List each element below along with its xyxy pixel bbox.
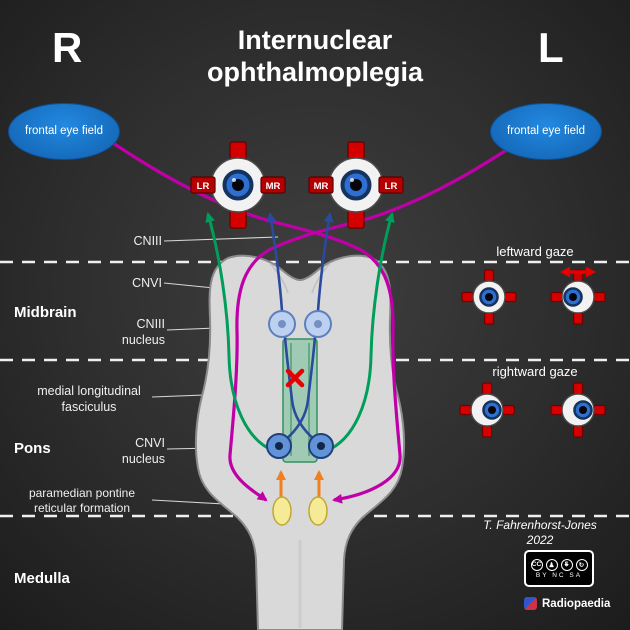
- cnvi-nucleus-right: [266, 433, 292, 459]
- credit-year: 2022: [526, 533, 554, 547]
- credit-author: T. Fahrenhorst-Jones: [483, 518, 597, 532]
- attribution-icon: ♟: [545, 558, 558, 571]
- region-label-medulla: Medulla: [14, 570, 70, 587]
- title-line-1: Internuclear: [237, 25, 393, 55]
- side-label-left: L: [538, 24, 564, 71]
- cc-license-badge: CC ♟ $ ↻ BY NC SA: [524, 550, 594, 587]
- right-eye-lr-label: LR: [197, 181, 210, 192]
- lesion-x-icon: [285, 368, 305, 388]
- brainstem-creases: [269, 262, 331, 628]
- page-title: Internuclear ophthalmoplegia: [135, 24, 495, 89]
- pathway-abducens-right: [205, 212, 275, 453]
- eye-muscle-labels: LR MR MR LR: [190, 176, 404, 194]
- radiopaedia-logo-icon: [524, 597, 537, 610]
- cnvi-nucleus-left: [308, 433, 334, 459]
- label-cnvi-nucleus: CNVI nucleus: [121, 436, 165, 466]
- side-label-right: R: [52, 24, 83, 71]
- pprf-right: [272, 496, 292, 526]
- frontal-eye-field-left: frontal eye field: [490, 103, 602, 160]
- pathway-left-fef-to-right-pprf: [228, 139, 521, 502]
- right-eye: [209, 140, 267, 230]
- radiopaedia-brand-name: Radiopaedia: [542, 597, 611, 610]
- region-label-pons: Pons: [14, 440, 51, 457]
- rightward-gaze-left-iris: [573, 400, 593, 420]
- label-pprf: paramedian pontine reticular formation: [28, 486, 136, 515]
- brainstem-outline: [194, 254, 406, 630]
- pathway-internuclear: [266, 212, 334, 442]
- nystagmus-arrow-icon: [560, 266, 596, 278]
- credit-block: T. Fahrenhorst-Jones 2022: [455, 518, 625, 548]
- left-eye-lr-label: LR: [385, 181, 398, 192]
- label-cniii-nucleus: CNIII nucleus: [121, 317, 165, 347]
- non-commercial-icon: $: [560, 558, 573, 571]
- title-line-2: ophthalmoplegia: [207, 57, 423, 88]
- left-eye-mr-label: MR: [314, 181, 329, 192]
- pathway-abducens-left: [325, 212, 395, 453]
- label-cniii: CNIII: [133, 234, 162, 248]
- cc-license-terms: BY NC SA: [535, 571, 583, 579]
- cniii-nucleus-left: [304, 310, 332, 338]
- label-rightward-gaze: rightward gaze: [492, 364, 578, 379]
- region-label-midbrain: Midbrain: [14, 304, 77, 321]
- right-eye-mr-label: MR: [266, 181, 281, 192]
- label-mlf: medial longitudinal fasciculus: [37, 384, 141, 414]
- label-cnvi: CNVI: [132, 276, 162, 290]
- pathway-pprf-to-cnvi: [276, 470, 324, 497]
- pprf-left: [308, 496, 328, 526]
- radiopaedia-brand: Radiopaedia: [524, 597, 610, 610]
- leftward-gaze-right-iris: [479, 287, 499, 307]
- label-leftward-gaze: leftward gaze: [496, 244, 574, 259]
- frontal-eye-field-right: frontal eye field: [8, 103, 120, 160]
- cc-icon: CC: [530, 558, 543, 571]
- share-alike-icon: ↻: [575, 558, 588, 571]
- cniii-nucleus-right: [268, 310, 296, 338]
- rightward-gaze-right-iris: [482, 400, 502, 420]
- leftward-gaze-left-iris: [563, 287, 583, 307]
- cc-license-icons: CC ♟ $ ↻: [530, 558, 588, 571]
